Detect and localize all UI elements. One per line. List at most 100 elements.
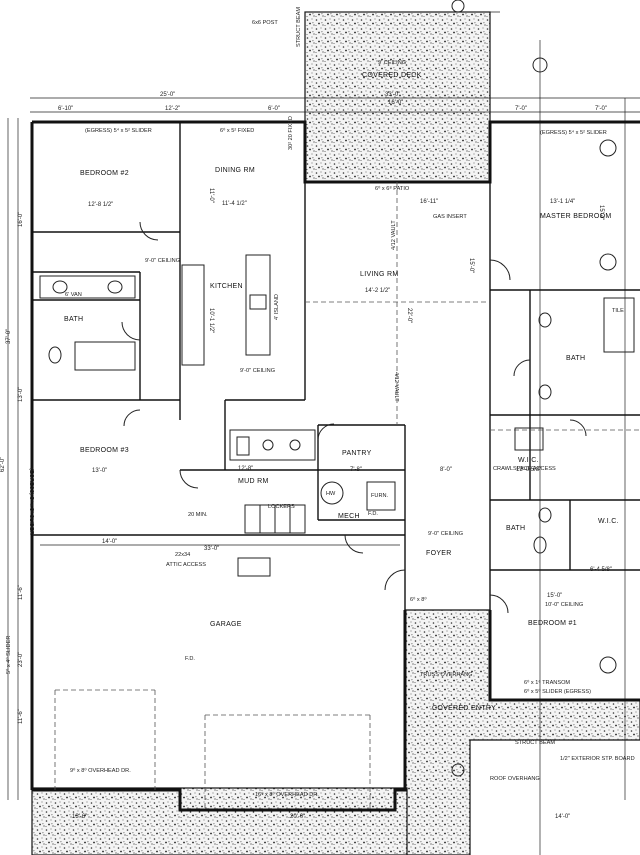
label-attic-size: 22x34 (175, 552, 190, 558)
label-ceiling-b: 9'-0" CEILING (240, 368, 275, 374)
dim-garage-width: 33'-0" (204, 546, 219, 552)
dim-left-23: 23'-0" (18, 652, 24, 667)
dim-top-12-2: 12'-2" (165, 106, 180, 112)
dim-garage-bottom: 20'-0" (290, 814, 305, 820)
dim-living-height: 22'-0" (406, 308, 412, 323)
label-ceiling-a: 9'-0" CEILING (145, 258, 180, 264)
dim-top-7-0a: 7'-0" (515, 106, 527, 112)
label-vault-down: 4/12 VAULT (393, 372, 399, 402)
dim-wic-width: 6'-4 5/8" (590, 567, 612, 573)
room-dining: DINING RM (215, 167, 255, 174)
label-egress-slider-b3: (EGRESS) 5⁴ x 5² SLIDER (28, 468, 35, 535)
room-bath-2: BATH (64, 316, 83, 323)
garage-apron (31, 787, 408, 855)
exterior-walls (30, 120, 640, 812)
label-fixed-window: 6⁰ x 5² FIXED (220, 127, 254, 134)
label-furn: FURN. (371, 493, 389, 499)
room-wic-master: W.I.C. (518, 457, 539, 464)
label-transom: 6⁰ x 1⁶ TRANSOM (524, 679, 570, 686)
dim-crawl-width: 13'-0 5/8" (516, 467, 541, 473)
dim-left-62: 62'-0" (0, 457, 6, 472)
label-door-6x8: 6⁰ x 8⁰ (410, 596, 427, 603)
label-fd: F.D. (368, 511, 378, 517)
label-exterior-board: 1/2" EXTERIOR STP. BOARD (560, 756, 635, 762)
label-island: 4' ISLAND (274, 294, 280, 320)
dim-right-14: 14'-0" (555, 814, 570, 820)
attic-hatch (237, 557, 271, 577)
label-garage-slider: 5⁰ x 4⁰ SLIDER (5, 636, 12, 674)
label-crawlspace: CRAWLSPACE ACCESS (493, 466, 556, 472)
label-fixed-3020: 30² 20 FIXED (288, 116, 294, 150)
dim-b1-width: 15'-0" (547, 593, 562, 599)
dim-left-13: 13'-0" (18, 387, 24, 402)
room-bath-master: BATH (566, 355, 585, 362)
dimension-lines (7, 11, 640, 855)
dim-left-11-6: 11'-6" (18, 585, 24, 600)
room-master: MASTER BEDROOM (540, 213, 611, 220)
dim-deck-33: 33'-0" (385, 92, 400, 98)
dim-deck-16: 16'-0" (388, 100, 403, 106)
dim-stair-15: 15'-0" (468, 258, 474, 273)
section-markers (451, 0, 617, 777)
bath-fixtures (39, 275, 635, 554)
dim-left-11-6b: 11'-6" (18, 709, 24, 724)
kitchen-fixtures (181, 254, 316, 461)
dim-b3-width: 13'-0" (92, 468, 107, 474)
room-mech: MECH (338, 513, 360, 520)
covered-deck-slab (304, 11, 491, 183)
label-overhead-right: 16⁰ x 8⁰ OVERHEAD DR. (255, 791, 319, 798)
entry-slab (404, 609, 640, 855)
dim-master-height: 15'-4" (598, 205, 604, 220)
label-patio-door: 6⁰ x 6⁸ PATIO (375, 185, 410, 192)
room-wic-bed1: W.I.C. (598, 518, 619, 525)
dim-living-width: 14'-2 1/2" (365, 288, 390, 294)
dim-left-37: 37'-0" (6, 329, 12, 344)
dim-garage-bottom-2: 13'-6" (72, 814, 87, 820)
dim-top-6-10: 6'-10" (58, 106, 73, 112)
label-deck-ceiling: 9' CEILING (378, 60, 406, 66)
label-attic-access: ATTIC ACCESS (166, 562, 206, 568)
dim-seg-14: 14'-0" (102, 539, 117, 545)
room-covered-entry: COVERED ENTRY (432, 705, 496, 712)
label-vault-up: 4/12 VAULT (391, 220, 397, 250)
room-bath-1: BATH (506, 525, 525, 532)
label-truss-overhang: TRUSS OVERHANG (420, 672, 473, 678)
dim-pantry-width: 7'-8" (350, 467, 362, 473)
lockers (244, 504, 306, 534)
dim-top-7-0b: 7'-0" (595, 106, 607, 112)
label-roof-overhang: ROOF OVERHANG (490, 776, 540, 782)
dim-master-width: 13'-1 1/4" (550, 199, 575, 205)
room-bedroom2: BEDROOM #2 (80, 170, 129, 177)
dim-b2-width: 12'-8 1/2" (88, 202, 113, 208)
dim-top-25: 25'-0" (160, 92, 175, 98)
dim-foyer-width: 8'-0" (440, 467, 452, 473)
mech-fixtures (320, 481, 396, 511)
room-bedroom3: BEDROOM #3 (80, 447, 129, 454)
label-ceiling-10: 10'-0" CEILING (545, 602, 583, 608)
dim-dining-height: 11'-0" (208, 188, 214, 203)
room-kitchen: KITCHEN (210, 283, 243, 290)
dim-left-16: 16'-0" (18, 212, 24, 227)
room-living: LIVING RM (360, 271, 398, 278)
dim-mud-width: 12'-8" (238, 466, 253, 472)
room-covered-deck: COVERED DECK (362, 72, 422, 79)
label-overhead-left: 9⁰ x 8⁰ OVERHEAD DR. (70, 767, 131, 774)
label-struct-beam-bottom: STRUCT BEAM (515, 740, 555, 746)
dim-top-6-0: 6'-0" (268, 106, 280, 112)
label-hw: HW (326, 491, 336, 497)
door-swings (121, 221, 587, 614)
room-garage: GARAGE (210, 621, 242, 628)
label-egress-slider-right: (EGRESS) 5⁴ x 5² SLIDER (540, 129, 607, 136)
room-pantry: PANTRY (342, 450, 372, 457)
label-slider-b1: 6⁰ x 5⁰ SLIDER (EGRESS) (524, 688, 591, 695)
dim-deck-16-11: 16'-11" (420, 199, 438, 205)
dim-kitchen-10: 10'-1 1/2" (208, 308, 214, 333)
label-egress-slider-left: (EGRESS) 5⁴ x 5² SLIDER (85, 127, 152, 134)
interior-walls (32, 122, 640, 610)
label-post: 6x6 POST (252, 20, 278, 26)
label-ceiling-c: 9'-0" CEILING (428, 531, 463, 537)
label-twenty-min: 20 MIN. (188, 512, 208, 518)
room-foyer: FOYER (426, 550, 452, 557)
